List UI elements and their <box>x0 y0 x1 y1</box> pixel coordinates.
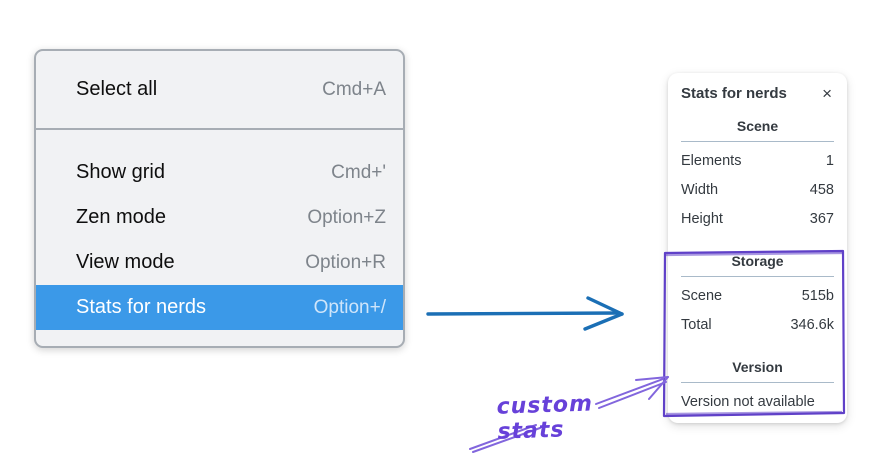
menu-item-label: Stats for nerds <box>76 296 207 318</box>
stats-panel-title: Stats for nerds <box>681 85 787 102</box>
storage-section-heading: Storage <box>731 253 784 269</box>
stat-value: 367 <box>809 211 834 227</box>
section-divider <box>681 141 834 142</box>
custom-stats-annotation: custom stats <box>496 391 594 445</box>
stat-value: 458 <box>809 182 834 198</box>
section-divider <box>681 382 834 383</box>
stat-label: Height <box>681 211 723 227</box>
stat-row-elements: Elements 1 <box>681 152 834 171</box>
stat-label: Scene <box>681 288 723 304</box>
stat-row-height: Height 367 <box>681 210 834 229</box>
stat-row-width: Width 458 <box>681 181 834 200</box>
menu-item-label: View mode <box>76 251 175 273</box>
stat-row-scene-storage: Scene 515b <box>681 287 834 306</box>
stat-value: 515b <box>801 288 834 304</box>
menu-to-panel-arrow-icon <box>426 296 624 331</box>
menu-item-zen-mode[interactable]: Zen mode Option+Z <box>36 195 403 240</box>
menu-divider <box>36 128 403 130</box>
scene-section-heading: Scene <box>736 118 779 134</box>
version-message: Version not available <box>681 394 815 410</box>
menu-item-view-mode[interactable]: View mode Option+R <box>36 240 403 285</box>
menu-item-show-grid[interactable]: Show grid Cmd+' <box>36 150 403 195</box>
menu-item-shortcut: Option+/ <box>313 296 386 318</box>
context-menu: Select all Cmd+A Show grid Cmd+' Zen mod… <box>34 49 405 348</box>
menu-item-label: Show grid <box>76 161 165 183</box>
stats-for-nerds-panel: Stats for nerds × Scene Elements 1 Width… <box>668 73 847 423</box>
section-divider <box>681 276 834 277</box>
stat-label: Total <box>681 317 712 333</box>
menu-item-select-all[interactable]: Select all Cmd+A <box>36 67 403 112</box>
version-section-heading: Version <box>732 359 783 375</box>
menu-item-shortcut: Cmd+A <box>322 78 386 100</box>
menu-item-shortcut: Option+Z <box>307 206 386 228</box>
menu-item-stats-for-nerds[interactable]: Stats for nerds Option+/ <box>36 285 403 330</box>
close-icon[interactable]: × <box>822 84 832 103</box>
stat-value: 1 <box>825 153 834 169</box>
menu-item-shortcut: Option+R <box>305 251 386 273</box>
stat-value: 346.6k <box>790 317 834 333</box>
menu-item-label: Zen mode <box>76 206 167 228</box>
stat-row-total-storage: Total 346.6k <box>681 316 834 335</box>
stat-label: Elements <box>681 153 742 169</box>
menu-item-label: Select all <box>76 78 158 100</box>
menu-item-shortcut: Cmd+' <box>331 161 386 183</box>
stat-label: Width <box>681 182 719 198</box>
